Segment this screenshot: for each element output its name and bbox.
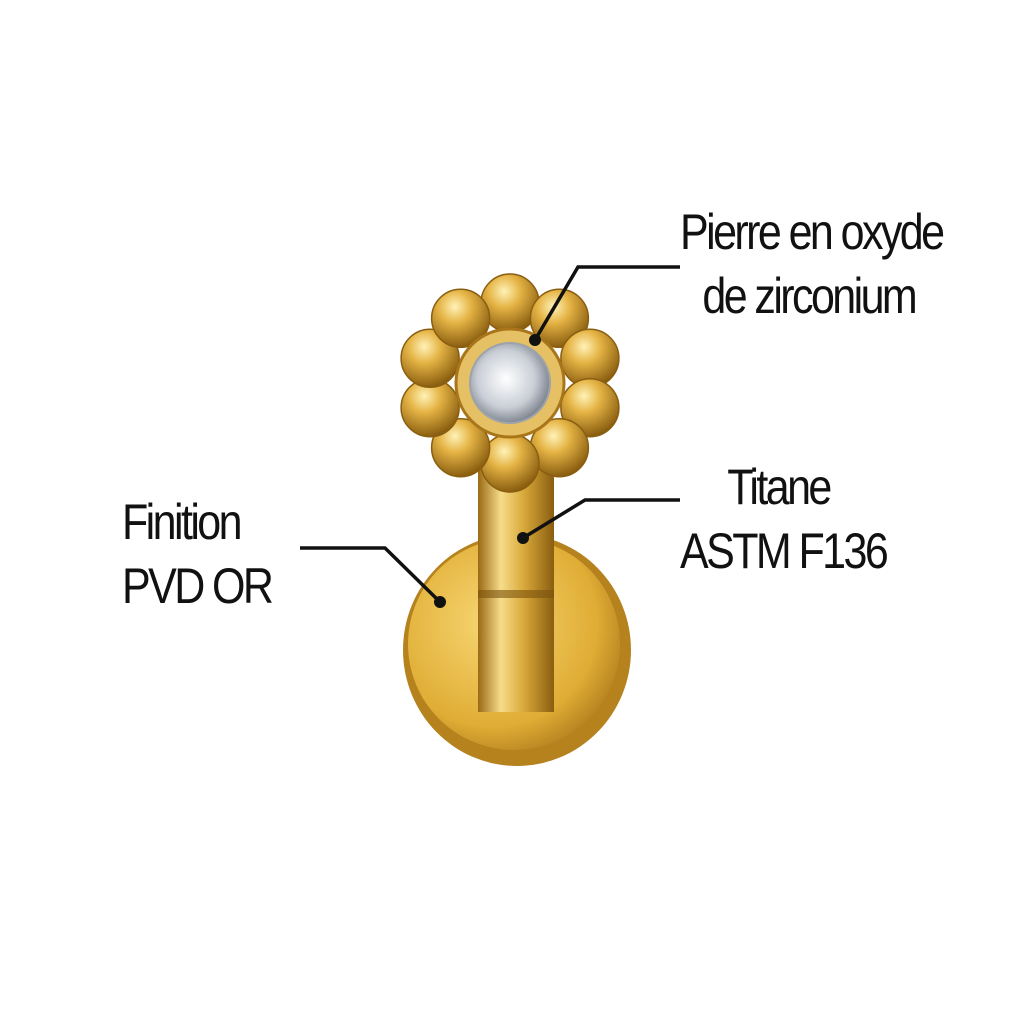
flower-top — [400, 273, 620, 493]
stone-leader-line — [533, 265, 680, 341]
stone-setting — [454, 327, 566, 439]
material-label-line2: ASTM F136 — [680, 523, 889, 579]
finish-label: Finition PVD OR — [122, 490, 274, 618]
material-label-line1: Titane — [727, 459, 832, 515]
gold-bead — [430, 417, 491, 478]
leader-dots — [434, 334, 541, 608]
gold-bead — [560, 377, 620, 438]
leader-lines — [300, 265, 680, 604]
stone-label: Pierre en oxyde de zirconium — [680, 200, 945, 328]
material-leader-line — [522, 498, 680, 540]
stone-label-line1: Pierre en oxyde — [680, 204, 945, 260]
finish-label-line2: PVD OR — [122, 558, 274, 614]
gold-bead — [529, 288, 590, 349]
stone-label-line2: de zirconium — [702, 268, 917, 324]
finish-label-line1: Finition — [122, 494, 243, 550]
material-label: Titane ASTM F136 — [680, 455, 889, 583]
gold-bead — [430, 288, 491, 349]
shaft — [478, 450, 554, 712]
gold-bead — [400, 328, 460, 389]
zirconia-stone — [469, 342, 551, 424]
finish-leader-line — [300, 546, 442, 604]
